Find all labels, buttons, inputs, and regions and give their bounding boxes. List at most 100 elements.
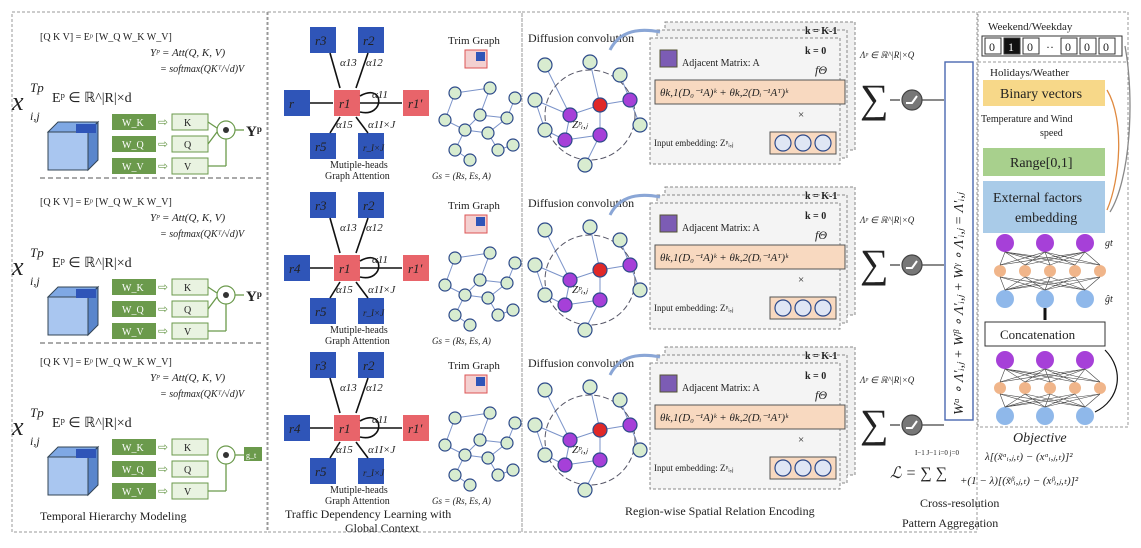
weight-box xyxy=(112,136,156,152)
attention-edge xyxy=(355,52,369,89)
objective-term: λ[(x̃ᵅᵢ,ⱼ,ₜ) − (xᵅᵢ,ⱼ,ₜ)]² xyxy=(984,451,1073,463)
node-label: r2 xyxy=(363,358,375,373)
graph-node xyxy=(463,318,477,332)
neuron xyxy=(996,290,1014,308)
graph-node xyxy=(448,308,462,322)
qkv-equation: [Q K V] = Eᵖ [W_Q W_K W_V] xyxy=(40,197,172,208)
edge xyxy=(1004,393,1051,408)
graph-node xyxy=(632,282,648,298)
fusion-box xyxy=(944,61,974,421)
graph-node xyxy=(463,153,477,167)
cube-front xyxy=(47,296,89,336)
graph-node xyxy=(491,308,505,322)
k-last: k = K-1 xyxy=(805,351,837,362)
attention-weight: α13 xyxy=(340,382,357,394)
graph-node xyxy=(562,107,578,123)
k-last: k = K-1 xyxy=(805,26,837,37)
diffusion-formula: θk,1(D₀⁻¹A)ᵏ + θk,2(Dᵢ⁻¹Aᵀ)ᵏ xyxy=(660,412,789,424)
panel-title: Global Context xyxy=(345,521,419,535)
weight-label: W_V xyxy=(122,162,144,173)
attention-edge xyxy=(329,441,341,459)
graph-node xyxy=(463,478,477,492)
edge xyxy=(1049,368,1086,383)
loss-equation: ℒ = ∑ ∑ xyxy=(890,465,947,482)
cube-highlight xyxy=(76,449,96,458)
graph-node xyxy=(632,442,648,458)
weight-box xyxy=(112,114,156,130)
diffusion-arrow xyxy=(608,28,661,51)
vector-label: Q xyxy=(184,465,192,476)
edge xyxy=(1084,393,1101,408)
weight-label: W_Q xyxy=(122,140,144,151)
embedding-node xyxy=(794,134,812,152)
attention-weight: α12 xyxy=(366,222,383,234)
edge xyxy=(999,276,1046,291)
node-label: r4 xyxy=(289,261,301,276)
softmax-equation: = softmax(QKᵀ/√d)V xyxy=(160,64,246,75)
edge xyxy=(1004,393,1026,408)
arrow-icon: ⇨ xyxy=(158,484,168,498)
weight-label: W_K xyxy=(122,118,144,129)
diffusion-formula-box xyxy=(654,404,846,430)
embedding-equation: Eᵖ ∈ ℝ^|R|×d xyxy=(52,256,132,271)
input-sub: i,j xyxy=(30,109,40,123)
neuron xyxy=(1069,265,1081,277)
node-label: r2 xyxy=(363,198,375,213)
graph-node xyxy=(491,468,505,482)
input-embedding-label: Input embedding: Zᵖᵢ,ⱼ xyxy=(654,303,734,313)
panel-title: Pattern Aggregation xyxy=(902,516,998,530)
attention-weight: α15 xyxy=(336,284,353,296)
edge xyxy=(1004,251,1101,266)
weight-box xyxy=(112,461,156,477)
temperature-label: speed xyxy=(1040,128,1063,139)
attention-weight: α1I×J xyxy=(368,444,396,456)
qkv-equation: [Q K V] = Eᵖ [W_Q W_K W_V] xyxy=(40,357,172,368)
neuron xyxy=(1094,382,1106,394)
graph-node xyxy=(358,27,384,53)
graph-node xyxy=(448,468,462,482)
relu-glyph xyxy=(906,420,918,429)
panel-title: Temporal Hierarchy Modeling xyxy=(40,509,186,523)
lambda-label: Λᵖ ∈ ℝ^|R|×Q xyxy=(859,215,915,225)
embedding-node xyxy=(794,459,812,477)
graph-node xyxy=(438,278,452,292)
holidays-label: Holidays/Weather xyxy=(990,67,1069,79)
edge xyxy=(1084,251,1101,266)
graph-node xyxy=(438,113,452,127)
embedding-equation: Eᵖ ∈ ℝ^|R|×d xyxy=(52,91,132,106)
f-theta: fΘ xyxy=(815,388,827,402)
graph-node xyxy=(562,272,578,288)
node-label: r4 xyxy=(289,421,301,436)
weight-box xyxy=(112,279,156,295)
caption: Graph Attention xyxy=(325,336,390,347)
graph-node xyxy=(310,352,336,378)
range-label: Range[0,1] xyxy=(1010,156,1073,171)
graph-node xyxy=(483,246,497,260)
graph-node xyxy=(403,255,429,281)
edge xyxy=(1044,368,1051,383)
sum-icon: ∑ xyxy=(860,76,889,121)
graph-node xyxy=(358,133,384,159)
panel-external xyxy=(977,11,1129,428)
graph-node xyxy=(537,122,553,138)
node-embedding-label: Zᵖᵢ,ⱼ xyxy=(572,119,589,131)
edge xyxy=(999,368,1006,383)
f-theta: fΘ xyxy=(815,63,827,77)
neuron xyxy=(1019,382,1031,394)
input-label: x xyxy=(11,87,24,116)
edge xyxy=(1004,276,1051,291)
self-loop xyxy=(359,92,380,114)
attention-weight: α11 xyxy=(372,414,388,426)
edge xyxy=(1024,251,1086,266)
trim-highlight xyxy=(476,377,485,386)
graph-node xyxy=(557,457,573,473)
input-sup: Tp xyxy=(30,80,44,95)
attention-edge xyxy=(329,116,341,134)
graph-node xyxy=(438,438,452,452)
vector-box xyxy=(171,460,209,478)
edge xyxy=(999,393,1046,408)
edge xyxy=(999,276,1086,291)
softmax-equation: = softmax(QKᵀ/√d)V xyxy=(160,229,246,240)
graph-node xyxy=(458,123,472,137)
